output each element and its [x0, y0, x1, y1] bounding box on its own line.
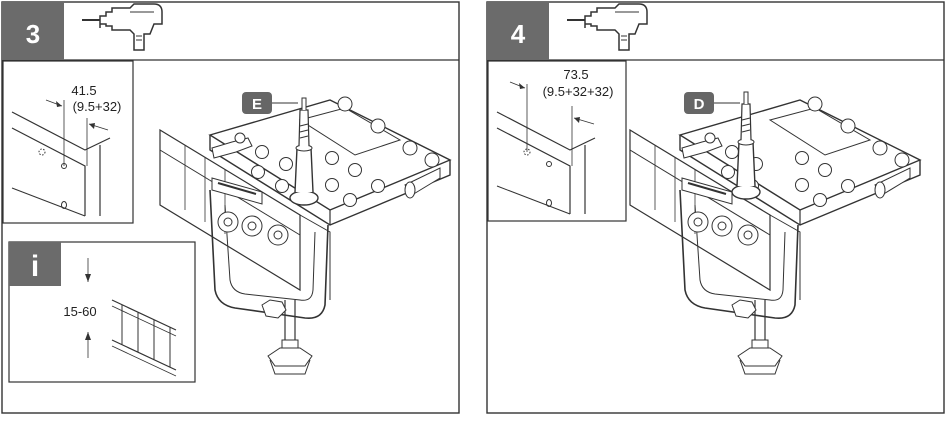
info-badge — [9, 242, 61, 286]
step-4-part-badge — [684, 92, 714, 114]
info-inset: i 15-60 — [8, 241, 196, 383]
info-icon: i — [31, 250, 39, 283]
step-4-badge — [487, 2, 549, 60]
step-4-formula: (9.5+32+32) — [543, 84, 614, 99]
step-4-number: 4 — [511, 19, 526, 49]
step-3-number: 3 — [26, 19, 40, 49]
step-4-part-label: D — [694, 96, 705, 113]
step-3-panel: 3 41.5 (9.5+32) i — [1, 1, 460, 414]
step-3-part-badge — [242, 92, 272, 114]
step-3-detail-inset: 41.5 (9.5+32) — [2, 60, 134, 224]
step-3-part-label: E — [252, 96, 262, 113]
step-4-dimension: 73.5 — [563, 67, 588, 82]
step-4-detail-inset: 73.5 (9.5+32+32) — [487, 60, 627, 222]
info-range: 15-60 — [63, 304, 96, 319]
step-3-formula: (9.5+32) — [73, 99, 122, 114]
step-4-panel: 4 73.5 (9.5+32+32) D — [486, 1, 945, 414]
step-3-dimension: 41.5 — [71, 83, 96, 98]
step-3-badge — [2, 2, 64, 60]
